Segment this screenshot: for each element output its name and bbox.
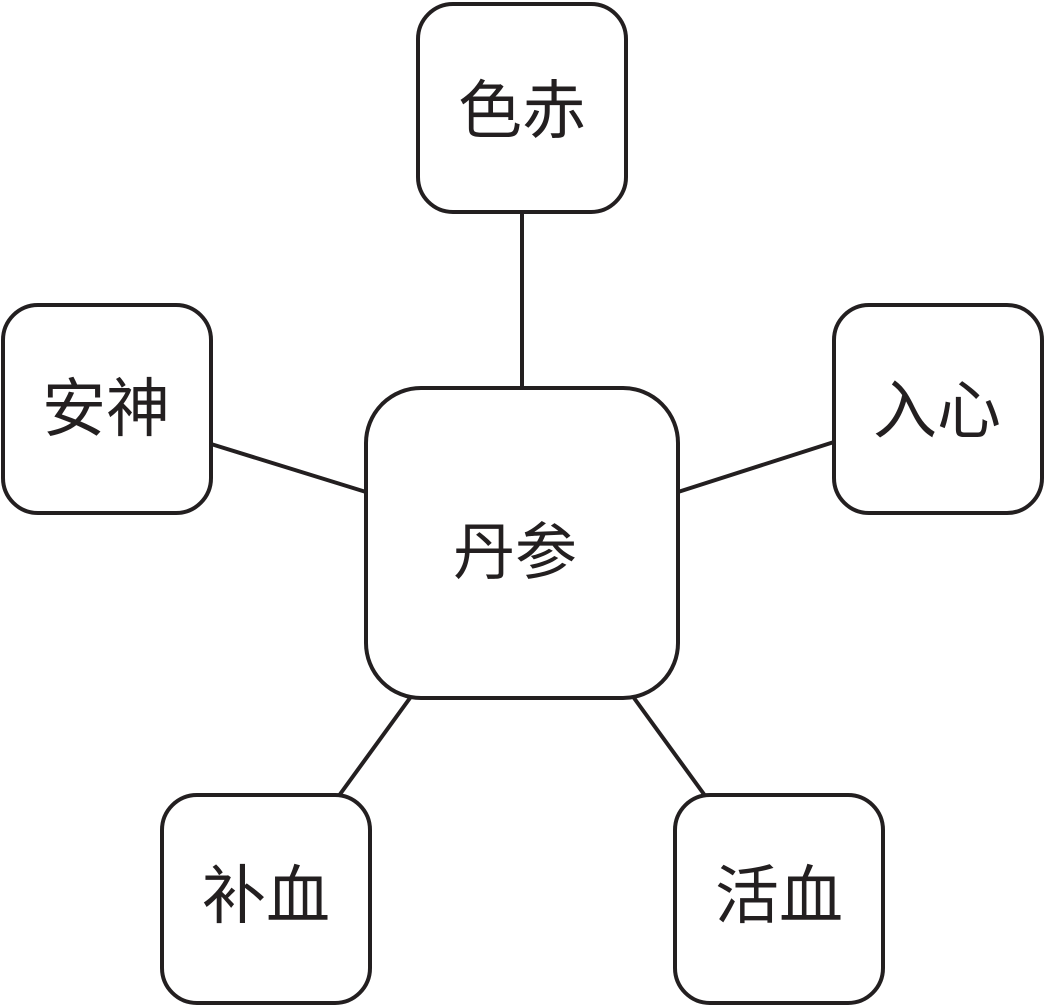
center-node-label: 丹参 [453,516,577,589]
left-node-label: 安神 [42,373,170,447]
center-node: 丹参 [364,386,680,700]
top-node: 色赤 [416,2,628,214]
connector-left [210,442,367,494]
bottom-right-node-label: 活血 [715,860,843,934]
bottom-right-node: 活血 [673,793,885,1005]
bottom-left-node-label: 补血 [202,860,330,934]
top-node-label: 色赤 [458,75,586,149]
right-node: 入心 [832,303,1044,515]
left-node: 安神 [1,303,213,515]
connector-bottom-left [336,696,412,799]
right-node-label: 入心 [873,375,1001,449]
bottom-left-node: 补血 [160,793,372,1005]
connector-right [677,440,835,494]
connector-bottom-right [632,696,708,799]
